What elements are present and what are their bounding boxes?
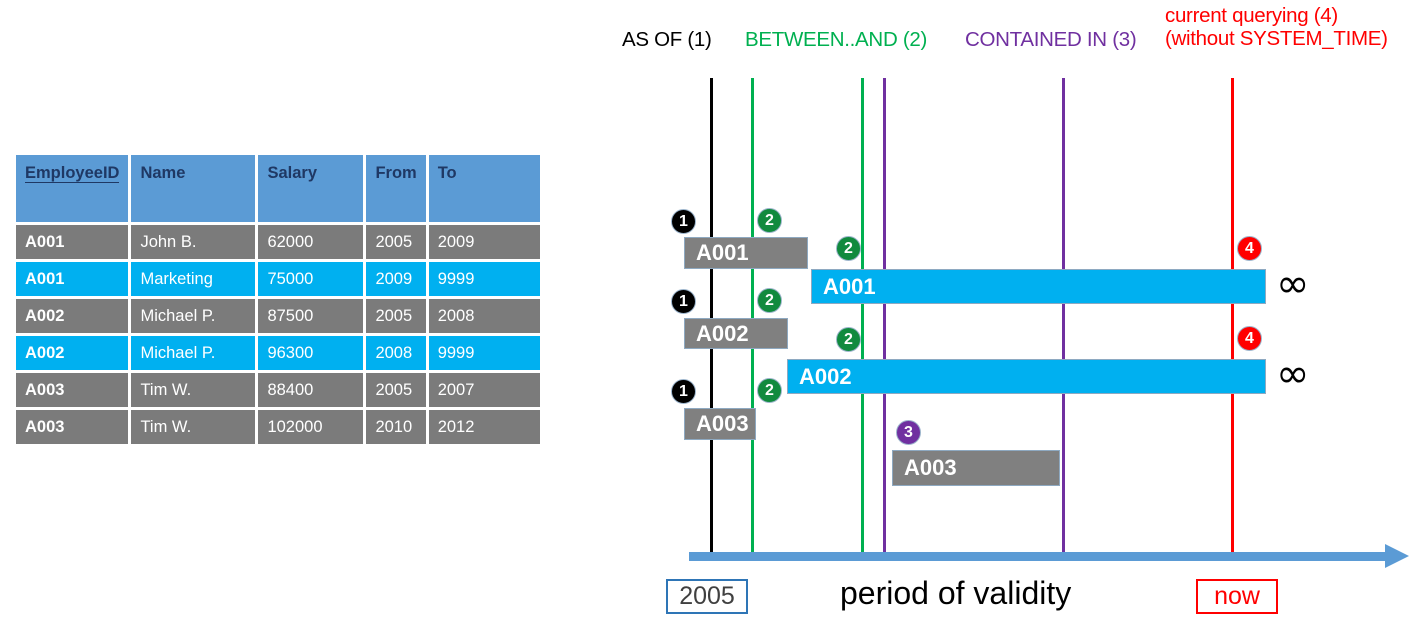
legend-current-querying: current querying (4) (without SYSTEM_TIM… bbox=[1165, 4, 1388, 51]
cell-employeeid: A001 bbox=[16, 262, 129, 296]
infinity-icon: ∞ bbox=[1276, 351, 1310, 397]
cell-to: 2007 bbox=[428, 373, 540, 407]
query-line-now bbox=[1231, 78, 1234, 558]
badge-2-a001-historical: 2 bbox=[757, 208, 782, 233]
cell-salary: 96300 bbox=[258, 336, 364, 370]
table-body: A001 John B. 62000 2005 2009 A001 Market… bbox=[16, 225, 540, 444]
table-row: A003 Tim W. 102000 2010 2012 bbox=[16, 410, 540, 444]
axis-caption: period of validity bbox=[840, 575, 1072, 611]
employee-history-table: EmployeeID Name Salary From To A001 John… bbox=[13, 152, 543, 447]
query-line-contained-end bbox=[1062, 78, 1065, 558]
badge-4-a001: 4 bbox=[1237, 236, 1262, 261]
cell-from: 2010 bbox=[366, 410, 426, 444]
timeline-axis bbox=[689, 552, 1389, 561]
badge-4-a002: 4 bbox=[1237, 326, 1262, 351]
cell-from: 2008 bbox=[366, 336, 426, 370]
cell-employeeid: A002 bbox=[16, 299, 129, 333]
cell-employeeid: A003 bbox=[16, 410, 129, 444]
badge-2-a003: 2 bbox=[757, 378, 782, 403]
timeline-arrow-icon bbox=[1385, 544, 1409, 568]
infinity-icon: ∞ bbox=[1276, 261, 1310, 307]
table-row: A001 Marketing 75000 2009 9999 bbox=[16, 262, 540, 296]
cell-to: 2009 bbox=[428, 225, 540, 259]
legend-current-querying-line1: current querying (4) bbox=[1165, 4, 1338, 27]
cell-name: Michael P. bbox=[131, 299, 256, 333]
legend-as-of: AS OF (1) bbox=[622, 28, 712, 51]
badge-2-a001-current: 2 bbox=[836, 236, 861, 261]
cell-from: 2005 bbox=[366, 373, 426, 407]
badge-2-a002-current: 2 bbox=[836, 327, 861, 352]
table-row: A001 John B. 62000 2005 2009 bbox=[16, 225, 540, 259]
column-header-salary: Salary bbox=[258, 155, 364, 222]
cell-salary: 62000 bbox=[258, 225, 364, 259]
column-header-to: To bbox=[428, 155, 540, 222]
cell-employeeid: A001 bbox=[16, 225, 129, 259]
column-header-name: Name bbox=[131, 155, 256, 222]
cell-salary: 75000 bbox=[258, 262, 364, 296]
table-row: A002 Michael P. 96300 2008 9999 bbox=[16, 336, 540, 370]
query-line-between-end bbox=[861, 78, 864, 558]
table-header: EmployeeID Name Salary From To bbox=[16, 155, 540, 222]
cell-salary: 102000 bbox=[258, 410, 364, 444]
legend-contained-in: CONTAINED IN (3) bbox=[965, 28, 1137, 51]
cell-name: Marketing bbox=[131, 262, 256, 296]
cell-name: Michael P. bbox=[131, 336, 256, 370]
cell-to: 9999 bbox=[428, 262, 540, 296]
column-header-employeeid-label: EmployeeID bbox=[25, 164, 120, 183]
axis-now-label: now bbox=[1196, 579, 1278, 614]
table-header-row: EmployeeID Name Salary From To bbox=[16, 155, 540, 222]
badge-1-a003: 1 bbox=[671, 379, 696, 404]
badge-2-a002-historical: 2 bbox=[757, 288, 782, 313]
column-header-employeeid: EmployeeID bbox=[16, 155, 129, 222]
cell-to: 9999 bbox=[428, 336, 540, 370]
bar-a003-historical: A003 bbox=[684, 408, 756, 440]
axis-start-label: 2005 bbox=[666, 579, 748, 614]
cell-from: 2005 bbox=[366, 299, 426, 333]
bar-a002-historical: A002 bbox=[684, 318, 788, 349]
bar-a001-current: A001 bbox=[811, 269, 1266, 304]
cell-name: Tim W. bbox=[131, 410, 256, 444]
badge-3-a003: 3 bbox=[896, 420, 921, 445]
cell-from: 2005 bbox=[366, 225, 426, 259]
badge-1-a002: 1 bbox=[671, 289, 696, 314]
cell-employeeid: A003 bbox=[16, 373, 129, 407]
cell-salary: 87500 bbox=[258, 299, 364, 333]
column-header-from: From bbox=[366, 155, 426, 222]
cell-salary: 88400 bbox=[258, 373, 364, 407]
legend-current-querying-line2: (without SYSTEM_TIME) bbox=[1165, 26, 1388, 50]
table-row: A003 Tim W. 88400 2005 2007 bbox=[16, 373, 540, 407]
query-line-contained-start bbox=[883, 78, 886, 558]
cell-to: 2012 bbox=[428, 410, 540, 444]
table-row: A002 Michael P. 87500 2005 2008 bbox=[16, 299, 540, 333]
cell-to: 2008 bbox=[428, 299, 540, 333]
cell-name: John B. bbox=[131, 225, 256, 259]
badge-1-a001: 1 bbox=[671, 209, 696, 234]
cell-from: 2009 bbox=[366, 262, 426, 296]
bar-a003-later: A003 bbox=[892, 450, 1060, 486]
cell-name: Tim W. bbox=[131, 373, 256, 407]
legend-between-and: BETWEEN..AND (2) bbox=[745, 28, 927, 51]
bar-a001-historical: A001 bbox=[684, 237, 808, 269]
cell-employeeid: A002 bbox=[16, 336, 129, 370]
bar-a002-current: A002 bbox=[787, 359, 1266, 394]
